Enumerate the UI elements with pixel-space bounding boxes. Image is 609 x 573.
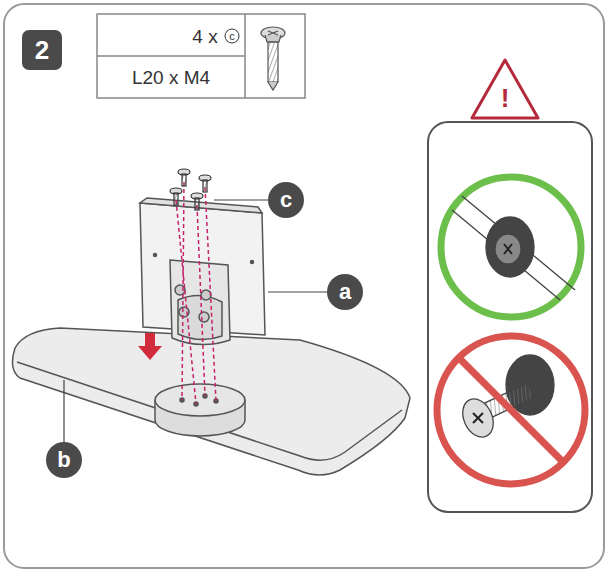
warning-mark: ! [501, 85, 510, 111]
callout-letter: b [57, 449, 70, 471]
screw-size: L20 x M4 [132, 68, 210, 87]
callout-letter: c [280, 189, 292, 211]
callout-letter: a [339, 281, 351, 303]
quantity: 4 x [192, 27, 217, 46]
part-ref-circled: c [225, 29, 240, 44]
step-number: 2 [35, 37, 49, 63]
